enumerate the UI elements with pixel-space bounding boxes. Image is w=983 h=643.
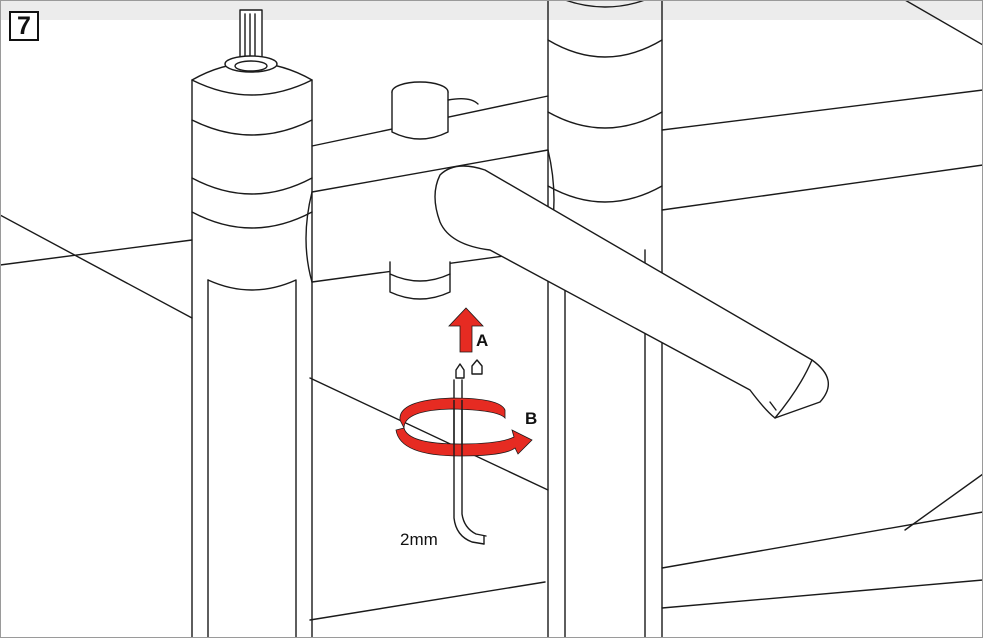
hex-key-size-label: 2mm [400,530,438,549]
grub-screws [455,359,483,379]
circular-arrow-icon [395,397,533,457]
background-lines [0,0,983,621]
diverter-knob [391,81,479,140]
step-number: 7 [9,11,39,41]
up-arrow-icon [448,307,484,353]
spout [434,165,829,419]
arrow-label-b: B [525,409,538,428]
left-pillar [191,9,313,639]
arrow-label-a: A [476,331,489,350]
hex-key-icon [453,379,487,545]
lower-cartridge [389,261,451,300]
